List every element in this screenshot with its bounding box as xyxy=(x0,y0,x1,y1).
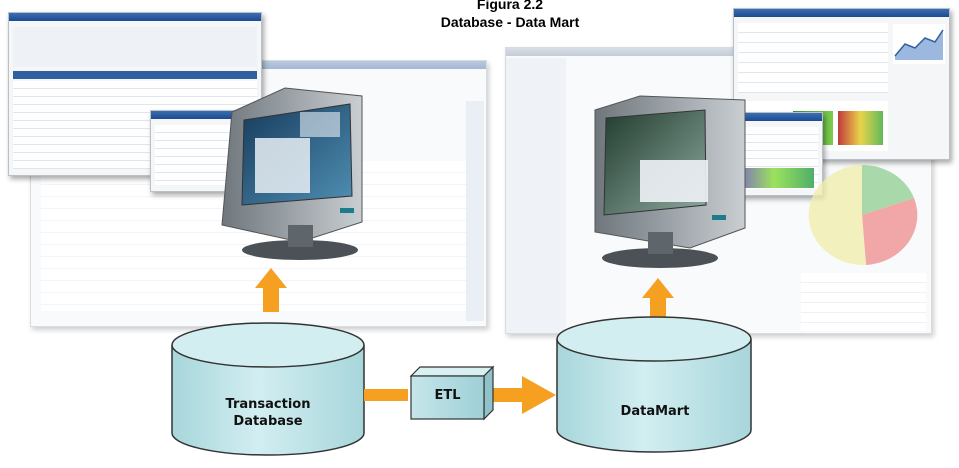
pie-chart-graphic xyxy=(808,164,918,266)
figure-title: Database - Data Mart xyxy=(440,14,580,30)
etl-label: ETL xyxy=(434,388,461,403)
etl-box xyxy=(409,365,495,421)
transaction-database-label: Transaction Database xyxy=(200,396,336,430)
datamart-label: DataMart xyxy=(620,404,690,419)
arrow-db-to-etl-icon xyxy=(364,389,408,401)
transaction-database-label-line2: Database xyxy=(233,414,303,429)
left-monitor-icon xyxy=(221,87,363,260)
up-arrow-left-icon xyxy=(255,268,287,312)
arrow-etl-to-datamart-icon xyxy=(490,376,556,414)
up-arrow-right-icon xyxy=(642,278,674,322)
dashboard-area-chart xyxy=(893,24,945,64)
transaction-database-cylinder xyxy=(171,322,365,456)
right-monitor-icon xyxy=(594,95,746,268)
transaction-database-label-line1: Transaction xyxy=(225,397,311,412)
datamart-cylinder xyxy=(556,316,752,453)
figure-number: Figura 2.2 xyxy=(476,0,544,12)
